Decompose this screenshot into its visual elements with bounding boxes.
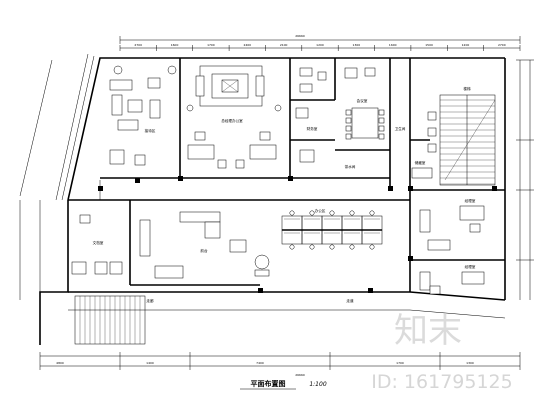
top-dimension-label: 1600 bbox=[389, 43, 397, 47]
lounge-furniture bbox=[109, 65, 177, 166]
restroom-fixtures bbox=[411, 111, 437, 179]
stair-core bbox=[439, 94, 496, 186]
bottom-dimension-label: 4800 bbox=[56, 361, 64, 365]
manager-office-furniture bbox=[186, 65, 282, 169]
front-desk-furniture bbox=[139, 211, 270, 279]
top-dimension-label: 1500 bbox=[425, 43, 433, 47]
watermark-id: ID: 161795125 bbox=[371, 371, 512, 393]
room-label-meeting: 会议室 bbox=[357, 98, 368, 103]
bottom-dimension-label: 1300 bbox=[466, 361, 474, 365]
drawing-title: 平面布置图 bbox=[251, 379, 286, 388]
exterior-walls bbox=[19, 53, 506, 345]
top-dimension-label: 1700 bbox=[207, 43, 215, 47]
room-label-corridor: 走廊 bbox=[146, 298, 154, 303]
interior-walls bbox=[68, 58, 505, 292]
room-label-front-desk: 前台 bbox=[200, 248, 208, 253]
drawing-scale: 1:100 bbox=[309, 381, 326, 388]
room-label-office-area: 办公区 bbox=[315, 208, 326, 213]
top-dimension-label: 1200 bbox=[316, 43, 324, 47]
right-offices-furniture bbox=[419, 205, 485, 295]
room-label-storage: 储藏室 bbox=[415, 160, 426, 165]
left-office-furniture bbox=[71, 214, 123, 275]
room-label-finance: 财务室 bbox=[307, 126, 318, 131]
top-dimension-label: 2700 bbox=[498, 43, 506, 47]
structural-columns bbox=[98, 176, 497, 293]
meeting-room-furniture bbox=[345, 107, 385, 140]
top-dimension-lines: 26660 2700 1600 1700 2400 2100 1200 1300 1600 15… bbox=[119, 34, 521, 51]
room-label-corridor-2: 走道 bbox=[346, 298, 354, 303]
right-dimension-lines bbox=[516, 59, 534, 300]
watermark-logo: 知末 bbox=[394, 311, 462, 351]
room-label-manager-2: 经理室 bbox=[465, 264, 476, 269]
overall-dimension-top: 26660 bbox=[295, 34, 305, 38]
bottom-dimension-label: 7400 bbox=[256, 361, 264, 365]
top-dimension-label: 1200 bbox=[462, 43, 470, 47]
room-label-general-manager: 总经理办公室 bbox=[221, 118, 243, 123]
room-label-archive: 文档室 bbox=[93, 240, 104, 245]
top-dimension-label: 1600 bbox=[171, 43, 179, 47]
top-dimension-label: 1300 bbox=[353, 43, 361, 47]
top-dimension-label: 2700 bbox=[134, 43, 142, 47]
top-dimension-label: 2100 bbox=[280, 43, 288, 47]
bottom-dimension-label: 1400 bbox=[146, 361, 154, 365]
finance-furniture bbox=[295, 67, 376, 163]
overall-dimension-bottom: 26660 bbox=[295, 373, 305, 377]
room-label-tea-room: 茶水间 bbox=[345, 164, 356, 169]
bottom-dimension-lines: 4800 1400 7400 1700 1300 26660 bbox=[39, 352, 521, 377]
entrance-steps bbox=[74, 295, 146, 345]
room-label-restroom: 卫生间 bbox=[395, 126, 406, 131]
room-label-stair: 楼梯 bbox=[463, 86, 471, 91]
room-label-reception: 接待区 bbox=[145, 128, 156, 133]
top-dimension-label: 2400 bbox=[243, 43, 251, 47]
room-label-manager-1: 经理室 bbox=[465, 198, 476, 203]
workstation-cluster bbox=[281, 210, 383, 250]
bottom-dimension-label: 1700 bbox=[396, 361, 404, 365]
